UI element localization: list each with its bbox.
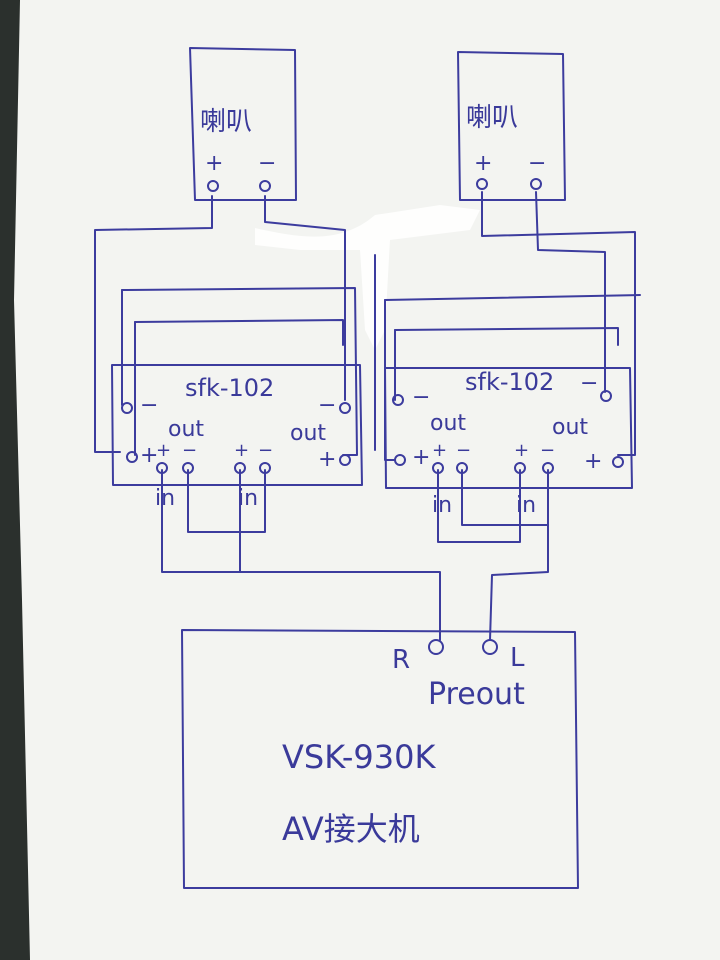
amp2-out-right-label: out bbox=[552, 415, 588, 440]
speaker-left-box bbox=[189, 47, 297, 201]
receiver-preout-label: Preout bbox=[428, 677, 525, 712]
amp1-in-r-minus-sign: − bbox=[258, 440, 273, 461]
amp1-out-right-label: out bbox=[290, 421, 326, 446]
wire-amp1-bridge-inner bbox=[134, 319, 344, 346]
amp1-model-label: sfk-102 bbox=[185, 374, 274, 402]
amp2-in-l-label: in bbox=[432, 493, 452, 518]
amp2-in-l-minus-terminal bbox=[456, 462, 468, 474]
amp2-out-left-minus-terminal bbox=[392, 394, 404, 406]
amp2-in-l-plus-sign: + bbox=[432, 440, 447, 461]
amp1-in-l-plus-sign: + bbox=[156, 440, 171, 461]
amp2-out-right-plus-sign: + bbox=[584, 449, 602, 474]
wire-amp2-in-right bbox=[489, 469, 549, 641]
amp2-model-label: sfk-102 bbox=[465, 368, 554, 396]
amp2-in-r-plus-sign: + bbox=[514, 440, 529, 461]
amp1-out-left-plus-terminal bbox=[126, 451, 138, 463]
wire-amp2-bridge-outer bbox=[384, 294, 641, 301]
wire-rspk-plus bbox=[481, 191, 636, 456]
speaker-left-label: 喇叭 bbox=[200, 107, 252, 137]
receiver-r-terminal bbox=[428, 639, 444, 655]
amp2-out-right-plus-terminal bbox=[612, 456, 624, 468]
speaker-left-plus-terminal bbox=[207, 180, 219, 192]
wire-rspk-minus bbox=[535, 191, 606, 393]
amp2-out-left-plus-terminal bbox=[394, 454, 406, 466]
receiver-l-label: L bbox=[510, 643, 525, 673]
amp1-in-r-minus-terminal bbox=[259, 462, 271, 474]
wire-amp1-bridge-outer bbox=[121, 287, 358, 456]
amp2-out-left-label: out bbox=[430, 411, 466, 436]
amp1-in-l-minus-sign: − bbox=[182, 440, 197, 461]
amp2-out-left-plus-sign: + bbox=[412, 445, 430, 470]
speaker-left-plus-sign: + bbox=[205, 151, 223, 176]
speaker-right-plus-terminal bbox=[476, 178, 488, 190]
amp2-in-r-minus-terminal bbox=[542, 462, 554, 474]
speaker-left-minus-terminal bbox=[259, 180, 271, 192]
tape-strip bbox=[255, 205, 480, 350]
amp1-in-l-label: in bbox=[155, 486, 175, 511]
speaker-right-box bbox=[457, 51, 566, 201]
amp2-out-right-minus-sign: − bbox=[580, 371, 598, 396]
speaker-right-minus-sign: − bbox=[528, 151, 546, 176]
receiver-box bbox=[181, 629, 579, 889]
wire-lspk-plus bbox=[94, 195, 213, 453]
amp1-out-left-minus-terminal bbox=[121, 402, 133, 414]
wire-amp2-in-gnd bbox=[437, 469, 521, 543]
amp1-in-r-label: in bbox=[238, 486, 258, 511]
amp1-in-r-plus-terminal bbox=[234, 462, 246, 474]
amp1-in-l-minus-terminal bbox=[182, 462, 194, 474]
amp1-out-right-plus-sign: + bbox=[318, 447, 336, 472]
receiver-r-label: R bbox=[392, 645, 410, 675]
amp1-in-l-plus-terminal bbox=[156, 462, 168, 474]
amp2-out-left-minus-sign: − bbox=[412, 385, 430, 410]
wire-amp1-in-left bbox=[161, 469, 441, 641]
speaker-right-label: 喇叭 bbox=[466, 103, 518, 133]
amp1-in-r-plus-sign: + bbox=[234, 440, 249, 461]
receiver-description-label: AV接大机 bbox=[282, 810, 420, 848]
speaker-right-minus-terminal bbox=[530, 178, 542, 190]
amp2-in-l-plus-terminal bbox=[432, 462, 444, 474]
amp2-in-r-plus-terminal bbox=[514, 462, 526, 474]
amp-left-box bbox=[111, 364, 363, 486]
amp2-in-r-minus-sign: − bbox=[540, 440, 555, 461]
amp1-out-right-plus-terminal bbox=[339, 454, 351, 466]
wire-amp2-bridge-inner bbox=[394, 327, 619, 346]
receiver-model-label: VSK-930K bbox=[282, 738, 436, 776]
paper-sheet bbox=[14, 0, 720, 960]
amp1-out-left-plus-sign: + bbox=[140, 443, 158, 468]
amp1-out-right-minus-sign: − bbox=[318, 393, 336, 418]
wire-amp2-in-link bbox=[461, 469, 549, 526]
receiver-l-terminal bbox=[482, 639, 498, 655]
wire-lspk-minus bbox=[264, 195, 346, 401]
amp2-out-right-minus-terminal bbox=[600, 390, 612, 402]
amp1-out-left-label: out bbox=[168, 417, 204, 442]
amp1-out-right-minus-terminal bbox=[339, 402, 351, 414]
speaker-right-plus-sign: + bbox=[474, 151, 492, 176]
wire-amp2-outer-down bbox=[384, 299, 396, 461]
wire-amp1-in-gnd bbox=[187, 469, 266, 533]
speaker-left-minus-sign: − bbox=[258, 151, 276, 176]
amp2-in-r-label: in bbox=[516, 493, 536, 518]
amp1-out-left-minus-sign: − bbox=[140, 393, 158, 418]
amp2-in-l-minus-sign: − bbox=[456, 440, 471, 461]
